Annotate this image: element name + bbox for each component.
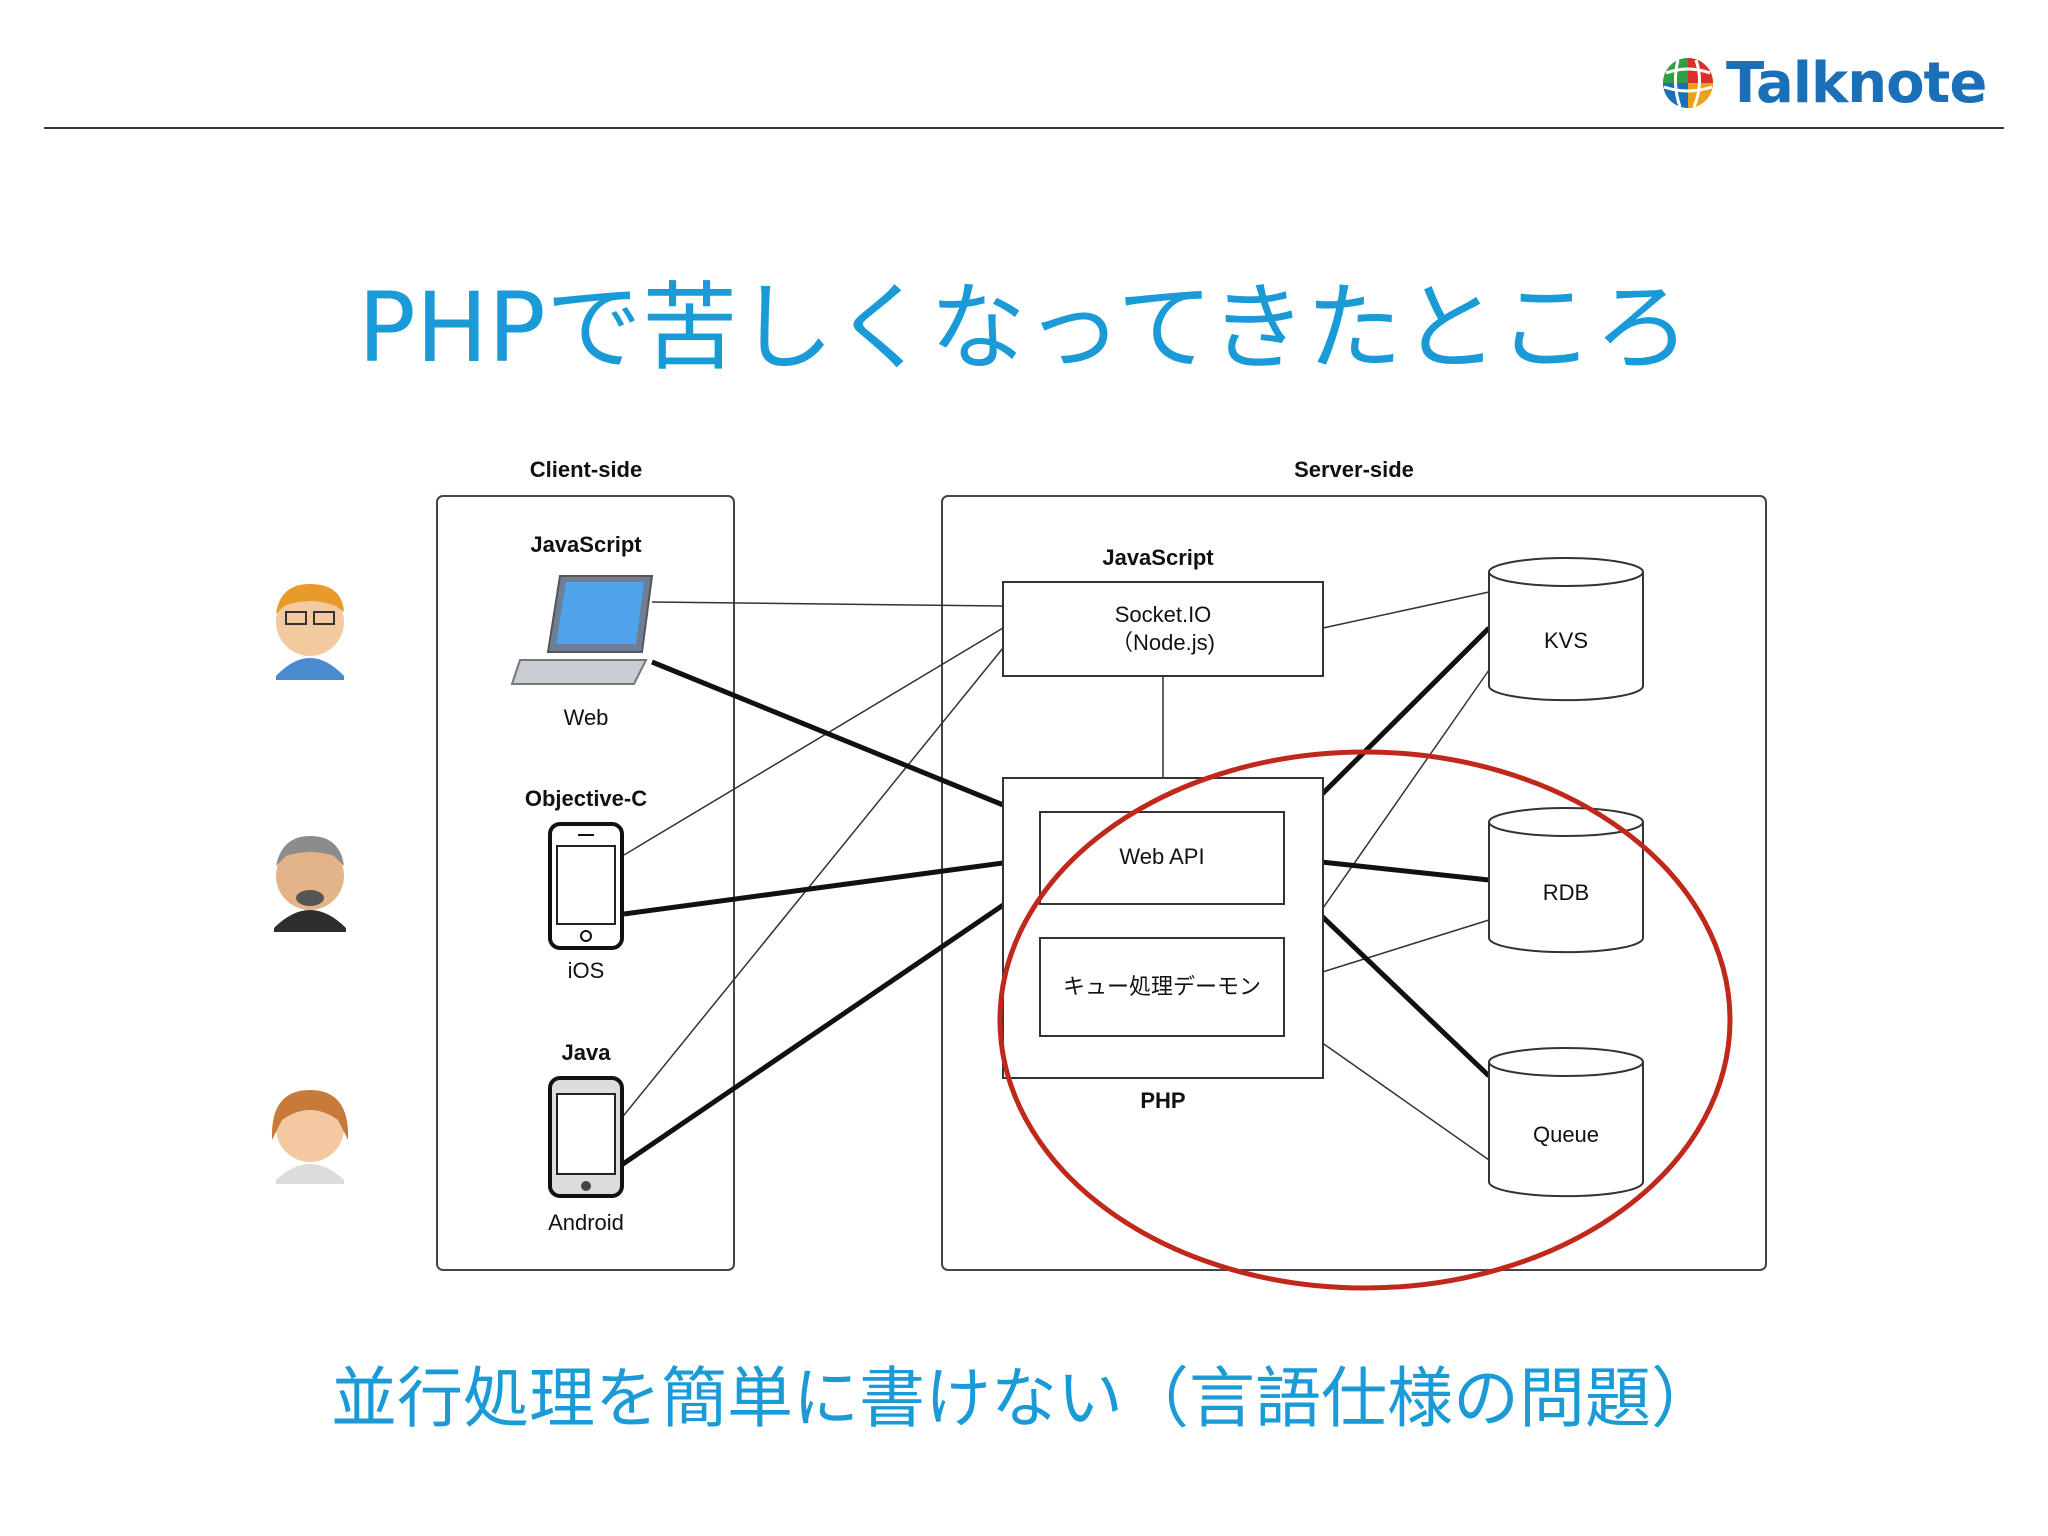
node-js-label: （Node.js)	[1111, 630, 1215, 655]
highlight-ellipse	[997, 749, 1733, 1291]
globe-icon	[1663, 58, 1713, 108]
iphone-icon	[548, 822, 624, 950]
queue-daemon-label: キュー処理デーモン	[1063, 974, 1261, 999]
client-java-label: Java	[562, 1040, 612, 1065]
socket-io-label: Socket.IO	[1115, 602, 1212, 627]
ios-device-label: iOS	[568, 958, 605, 983]
client-objc-label: Objective-C	[525, 786, 647, 811]
logo-text: Talknote	[1726, 50, 1987, 116]
user-avatar-woman	[271, 1090, 349, 1184]
user-avatar-senior	[274, 836, 346, 932]
android-phone-icon	[548, 1076, 624, 1198]
rdb-label: RDB	[1543, 880, 1589, 905]
talknote-logo: Talknote	[1660, 48, 1987, 118]
client-side-label: Client-side	[530, 457, 642, 482]
queue-cylinder: Queue	[1488, 1047, 1644, 1198]
php-group-label: PHP	[1140, 1088, 1185, 1113]
socket-io-box	[1002, 581, 1324, 677]
android-device-label: Android	[548, 1210, 624, 1235]
client-js-label: JavaScript	[530, 532, 642, 557]
laptop-icon	[510, 575, 654, 685]
web-api-label: Web API	[1119, 844, 1204, 869]
user-avatar-glasses	[276, 584, 344, 680]
kvs-cylinder: KVS	[1488, 557, 1644, 702]
queue-label: Queue	[1533, 1122, 1599, 1147]
web-device-label: Web	[564, 705, 609, 730]
queue-daemon-box	[1039, 937, 1285, 1037]
rdb-cylinder: RDB	[1488, 807, 1644, 954]
slide-subtitle: 並行処理を簡単に書けない（言語仕様の問題）	[331, 1360, 1717, 1437]
server-side-label: Server-side	[1294, 457, 1414, 482]
header-divider	[44, 127, 2004, 129]
web-api-box	[1039, 811, 1285, 905]
kvs-label: KVS	[1544, 628, 1588, 653]
slide-title: PHPで苦しくなってきたところ	[357, 272, 1691, 384]
js-group-label: JavaScript	[1102, 545, 1214, 570]
